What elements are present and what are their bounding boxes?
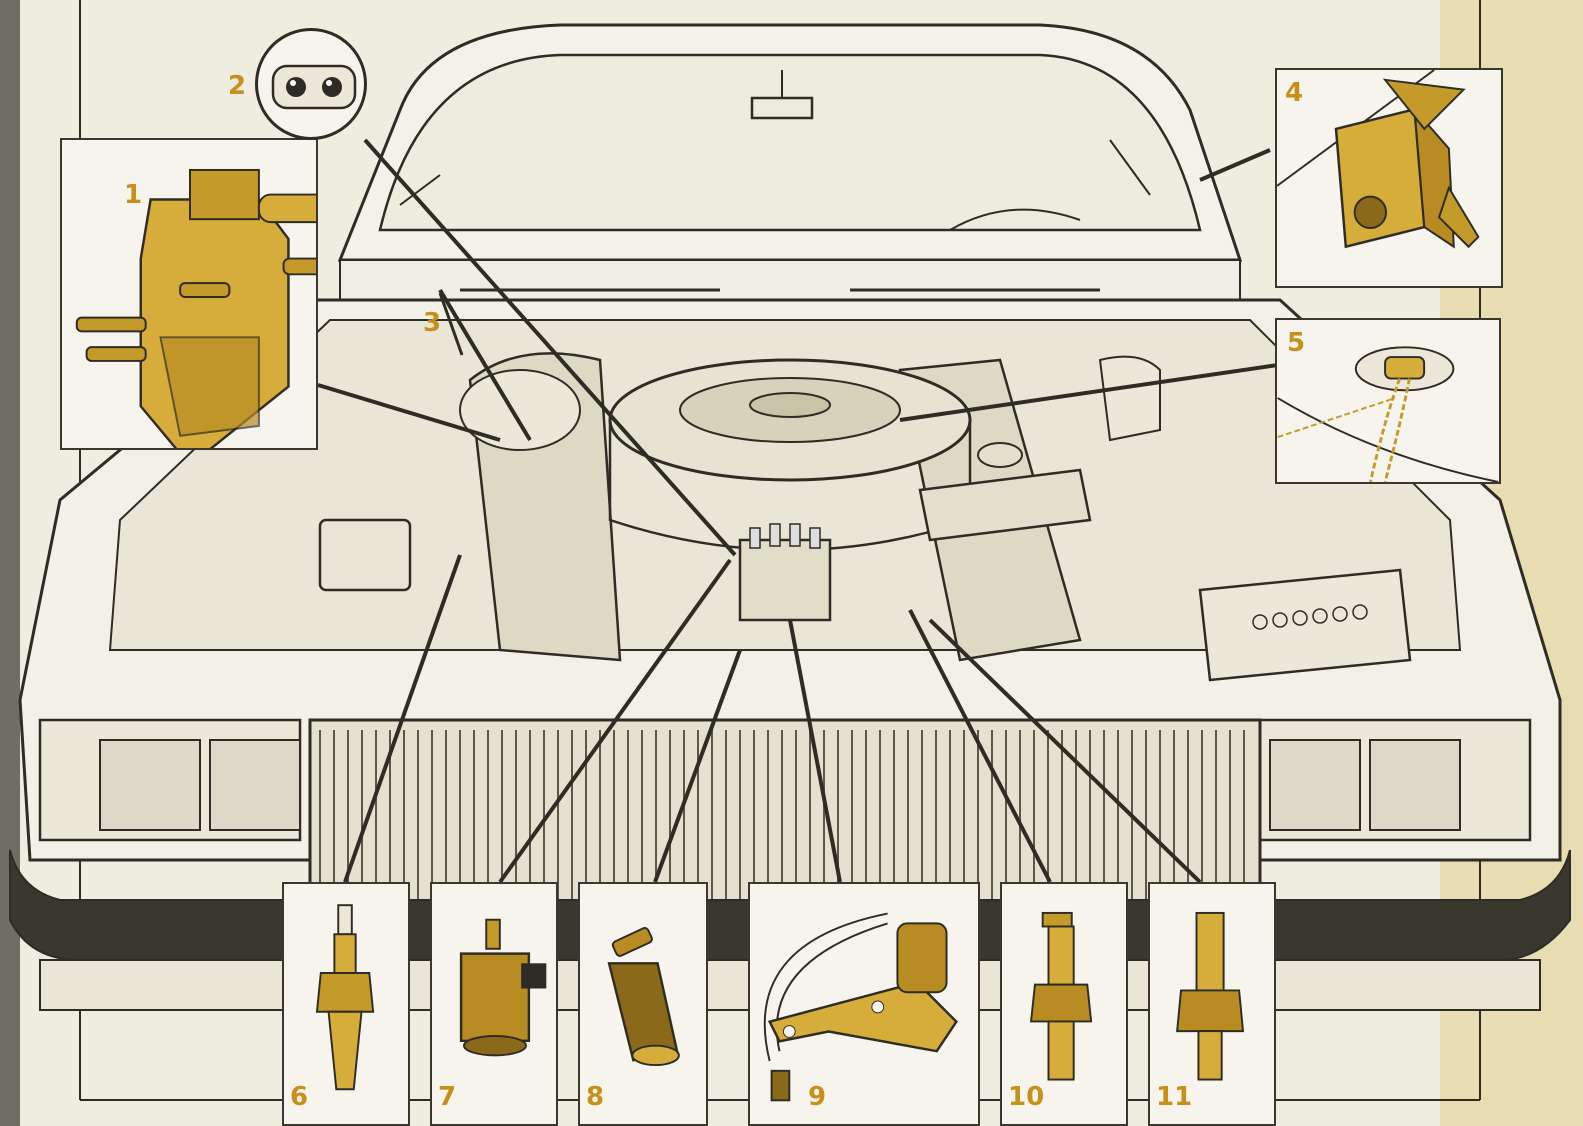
- air-intake-snorkel: [918, 468, 1092, 542]
- coolant-temperature-sensor-icon: [315, 904, 375, 1091]
- temperature-sender-icon: [1176, 911, 1245, 1081]
- relay-box: [318, 518, 412, 592]
- distributor-cap: [738, 538, 832, 622]
- battery: [1198, 568, 1412, 682]
- callout-1-box: 1: [60, 138, 318, 450]
- callout-8-number: 8: [586, 1082, 605, 1112]
- callout-4-number: 4: [1285, 78, 1304, 108]
- distributor-sensor-bracket-icon: [763, 912, 958, 1102]
- callout-7-box: 7: [430, 882, 558, 1126]
- callout-8-box: 8: [578, 882, 708, 1126]
- angled-vacuum-sensor-icon: [607, 927, 680, 1067]
- callout-6-number: 6: [290, 1082, 309, 1112]
- air-temperature-sensor-icon: [1277, 346, 1499, 482]
- radiator-grille: [308, 718, 1262, 912]
- callout-2-number: 2: [228, 71, 247, 101]
- callout-9-number: 9: [808, 1082, 827, 1112]
- vacuum-solenoid-icon: [459, 918, 547, 1057]
- callout-5-number: 5: [1287, 328, 1306, 358]
- callout-11-box: 11: [1148, 882, 1276, 1126]
- callout-10-number: 10: [1008, 1082, 1045, 1112]
- callout-2-circle: [255, 28, 367, 140]
- callout-7-number: 7: [438, 1082, 457, 1112]
- callout-5-box: 5: [1275, 318, 1501, 484]
- temperature-switch-icon: [1029, 911, 1093, 1081]
- callout-10-box: 10: [1000, 882, 1128, 1126]
- callout-6-box: 6: [282, 882, 410, 1126]
- dipstick-pointer-icon: [438, 292, 464, 356]
- vacuum-switch-valve-icon: [75, 168, 316, 448]
- throttle-position-sensor-icon: [1277, 70, 1480, 249]
- leader-lines: [317, 138, 1279, 884]
- callout-3-number: 3: [423, 308, 442, 338]
- callout-11-number: 11: [1156, 1082, 1193, 1112]
- callout-9-box: 9: [748, 882, 980, 1126]
- page-edge-left: [0, 0, 20, 1126]
- twin-terminal-switch-icon: [271, 64, 357, 110]
- callout-4-box: 4: [1275, 68, 1503, 288]
- callout-1-number: 1: [124, 180, 143, 210]
